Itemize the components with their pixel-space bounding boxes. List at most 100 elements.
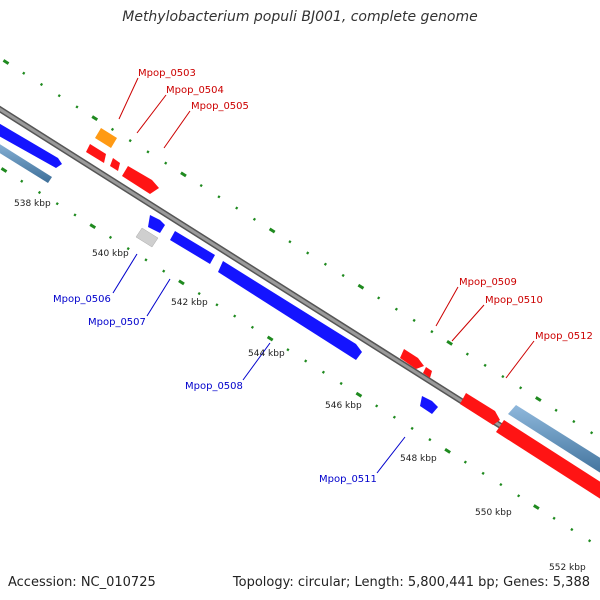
gc-dot — [535, 396, 542, 402]
gene-forward-right[interactable] — [496, 420, 600, 505]
gc-dot — [377, 296, 381, 300]
gc-dot — [339, 381, 343, 386]
gc-dot — [164, 161, 168, 165]
gene-label-mpop-0508[interactable]: Mpop_0508 — [185, 381, 243, 392]
gene-mpop-0509-arrow[interactable] — [400, 349, 424, 369]
map-title: Methylobacterium populi BJ001, complete … — [122, 9, 478, 25]
gene-label-mpop-0504[interactable]: Mpop_0504 — [166, 85, 224, 96]
gene-mpop-0507-arrow[interactable] — [170, 231, 215, 264]
gc-dot — [463, 460, 467, 464]
pseudogene-block[interactable] — [135, 227, 159, 248]
gc-dot — [533, 504, 540, 510]
gene-label-mpop-0509[interactable]: Mpop_0509 — [459, 277, 517, 288]
gc-dot — [178, 279, 185, 286]
gc-dot — [306, 251, 310, 255]
gc-dot — [394, 307, 398, 311]
scale-label-540: 540 kbp — [92, 249, 129, 259]
gc-dot — [39, 82, 44, 87]
scale-label-548: 548 kbp — [400, 454, 437, 464]
gc-dot — [446, 340, 453, 346]
gc-dot — [501, 374, 505, 379]
gc-dot — [357, 283, 365, 290]
scale-label-538: 538 kbp — [14, 199, 51, 209]
gc-dot — [199, 183, 203, 188]
gene-mpop-0512-arrow[interactable] — [460, 393, 500, 425]
genome-summary: Topology: circular; Length: 5,800,441 bp… — [232, 575, 590, 590]
reverse-gene-left[interactable] — [0, 118, 62, 168]
gc-dot — [570, 527, 574, 532]
gc-dot — [323, 262, 327, 266]
gc-dot — [375, 404, 379, 408]
gc-dot — [146, 150, 150, 154]
gc-dot — [554, 408, 558, 412]
gc-dot — [89, 223, 97, 230]
gc-dot — [233, 314, 237, 318]
gc-dot — [392, 415, 396, 419]
gc-dot — [517, 494, 521, 498]
gc-dot — [481, 471, 485, 475]
gc-dot — [235, 206, 239, 210]
gene-label-mpop-0511[interactable]: Mpop_0511 — [319, 474, 377, 485]
gc-dot — [75, 105, 79, 109]
gc-dot — [91, 115, 99, 122]
gc-dot — [110, 127, 115, 132]
gene-mpop-0506-arrow[interactable] — [148, 215, 165, 233]
gc-dot — [428, 438, 432, 442]
gc-track-outer — [2, 59, 594, 435]
scale-label-546: 546 kbp — [325, 401, 362, 411]
gc-dot — [37, 190, 42, 195]
gc-dot — [572, 419, 576, 424]
gc-dot — [128, 139, 132, 143]
gc-dot — [410, 426, 414, 431]
gc-dot — [252, 217, 257, 221]
gc-dot — [20, 179, 24, 183]
gc-dot — [217, 195, 221, 199]
gc-dot — [341, 273, 345, 278]
gene-mpop-0504-arrow[interactable] — [86, 144, 106, 163]
gc-track-inner — [0, 167, 592, 543]
gc-dot — [412, 318, 416, 323]
gene-forward-c[interactable] — [122, 166, 159, 194]
gc-dot — [355, 391, 363, 398]
gene-mpop-0503-arrow[interactable] — [95, 128, 117, 148]
scale-label-550: 550 kbp — [475, 508, 512, 518]
gene-mpop-0505-arrow[interactable] — [110, 158, 120, 171]
gene-label-mpop-0506[interactable]: Mpop_0506 — [53, 294, 111, 305]
cds-track-left — [0, 144, 52, 183]
gc-dot — [144, 258, 148, 262]
gc-dot — [590, 431, 594, 435]
gc-dot — [162, 269, 166, 273]
scale-label-544: 544 kbp — [248, 349, 285, 359]
gc-dot — [465, 352, 469, 356]
gc-dot — [444, 448, 451, 454]
gc-dot — [552, 516, 556, 520]
scale-label-542: 542 kbp — [171, 298, 208, 308]
accession-text: Accession: NC_010725 — [8, 575, 156, 590]
gc-dot — [430, 330, 434, 334]
scale-label-552: 552 kbp — [549, 563, 586, 573]
gene-label-mpop-0507[interactable]: Mpop_0507 — [88, 317, 146, 328]
gc-dot — [286, 348, 290, 352]
gc-dot — [588, 539, 592, 543]
gc-dot — [57, 94, 61, 98]
gene-mpop-0510-arrow[interactable] — [423, 367, 432, 378]
gene-label-mpop-0505[interactable]: Mpop_0505 — [191, 101, 249, 112]
gene-label-mpop-0503[interactable]: Mpop_0503 — [138, 68, 196, 79]
gc-dot — [2, 59, 10, 65]
gc-dot — [180, 171, 187, 178]
gc-dot — [126, 247, 130, 251]
gene-mpop-0508-arrow[interactable] — [218, 261, 362, 360]
gc-dot — [250, 325, 255, 329]
gc-dot — [73, 213, 77, 217]
cds-track-right[interactable] — [508, 405, 600, 479]
gc-dot — [55, 202, 59, 206]
gc-dot — [266, 335, 274, 342]
gc-dot — [499, 482, 503, 487]
gene-mpop-0511-arrow[interactable] — [420, 396, 438, 414]
gc-dot — [22, 71, 26, 75]
gc-dot — [321, 370, 325, 374]
gc-dot — [108, 235, 113, 240]
gene-label-mpop-0510[interactable]: Mpop_0510 — [485, 295, 543, 306]
gene-label-mpop-0512[interactable]: Mpop_0512 — [535, 331, 593, 342]
gc-dot — [268, 227, 276, 234]
